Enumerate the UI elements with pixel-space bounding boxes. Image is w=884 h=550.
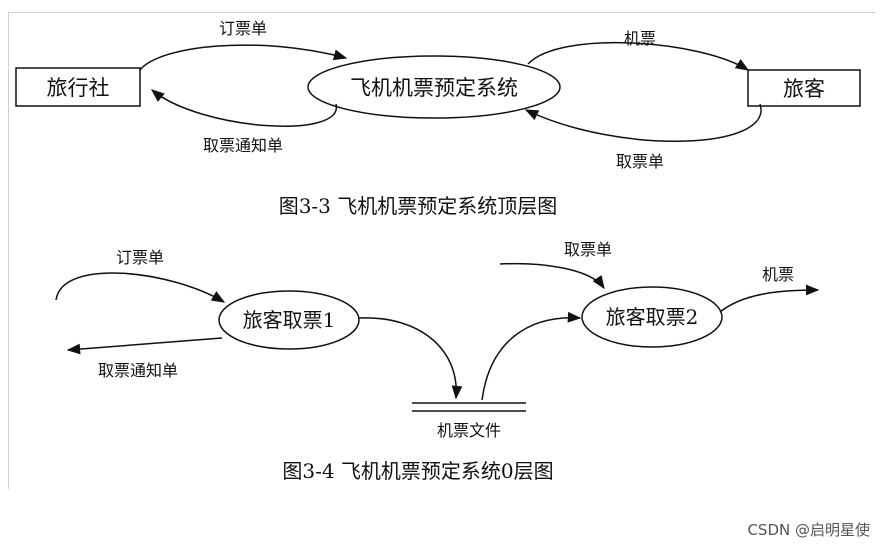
travel-agency-box <box>15 67 141 107</box>
flow-pickup-2-label: 取票单 <box>564 240 612 259</box>
booking-system-ellipse <box>307 55 561 119</box>
flow-ticket-arrow <box>527 41 750 71</box>
travel-agency-label: 旅行社 <box>47 76 110 100</box>
process-2-label: 旅客取票2 <box>606 305 699 329</box>
passenger-box <box>747 69 861 107</box>
flow-pickup-arrow <box>524 103 762 142</box>
flow-order-1-label: 订票单 <box>116 248 164 267</box>
caption-bottom: 图3-4 飞机机票预定系统0层图 <box>282 459 553 483</box>
flow-notice-1-arrow <box>66 337 223 355</box>
flow-notice-label: 取票通知单 <box>203 136 283 155</box>
booking-system-label: 飞机机票预定系统 <box>350 76 518 100</box>
flow-ticket-label: 机票 <box>624 29 656 48</box>
passenger-label: 旅客 <box>783 77 825 101</box>
caption-top: 图3-3 飞机机票预定系统顶层图 <box>279 194 558 218</box>
flow-order-1-arrow <box>55 272 226 303</box>
flow-notice-1-label: 取票通知单 <box>98 361 178 380</box>
process-2-ellipse <box>581 286 723 348</box>
flow-pickup-2-arrow <box>499 262 605 290</box>
csdn-watermark: CSDN @启明星使 <box>747 521 870 539</box>
process-1-ellipse <box>218 290 360 350</box>
process-1-label: 旅客取票1 <box>243 308 336 332</box>
flow-order-arrow <box>139 44 348 71</box>
flow-order-label: 订票单 <box>219 19 267 38</box>
flow-pickup-label: 取票单 <box>616 152 664 171</box>
flow-ticket-2-label: 机票 <box>762 265 794 284</box>
flow-to-file-arrow <box>357 317 463 400</box>
flow-notice-arrow <box>150 89 337 127</box>
figure-frame <box>8 12 875 489</box>
flow-from-file-arrow <box>481 311 582 401</box>
datastore-label: 机票文件 <box>437 421 501 440</box>
flow-ticket-2-arrow <box>719 284 820 313</box>
